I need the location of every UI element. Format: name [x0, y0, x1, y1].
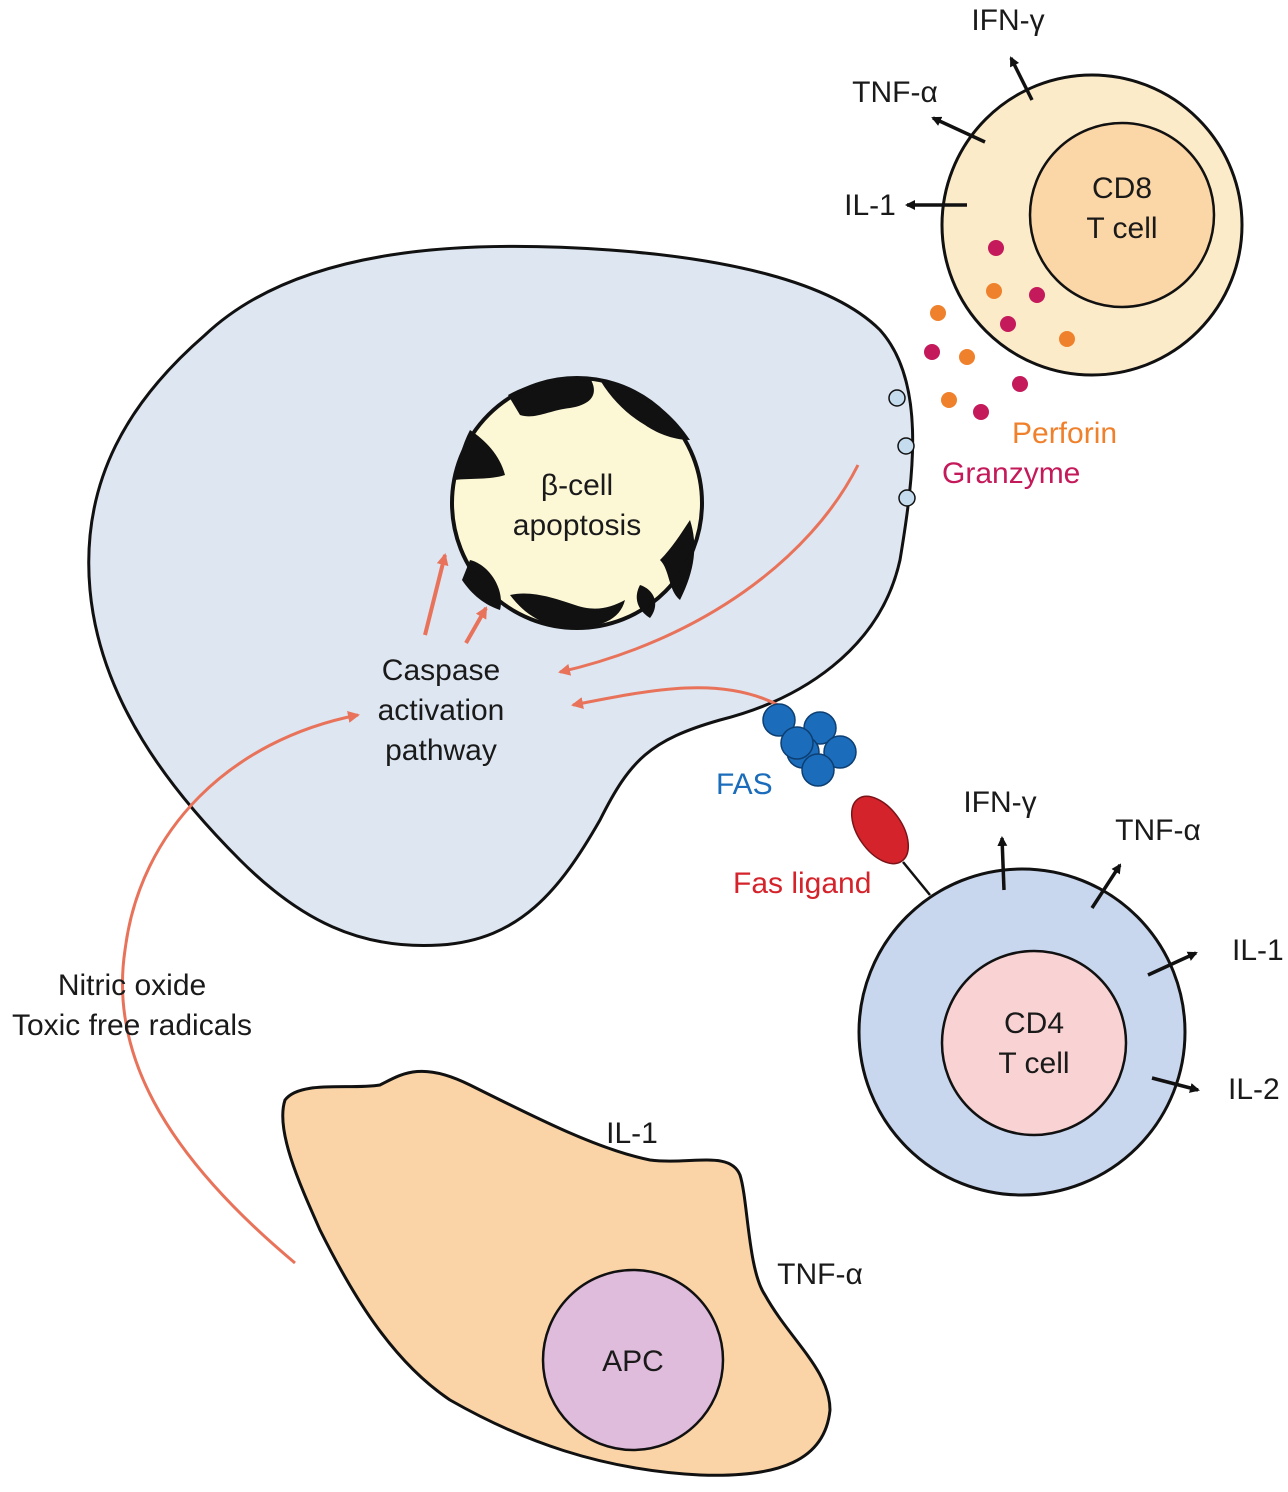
- cd8-tnf-label: TNF-α: [852, 76, 938, 109]
- caspase-label-line3: pathway: [385, 734, 497, 767]
- fas-ligand-shape: [850, 795, 910, 865]
- membrane-pore: [898, 489, 916, 507]
- nucleus-label-line1: β-cell: [541, 469, 613, 502]
- granzyme-dots: [924, 240, 1045, 420]
- toxic-radicals-label: Toxic free radicals: [12, 1009, 252, 1042]
- cd4-cell-nucleus: [940, 949, 1128, 1137]
- cd8-label-line1: CD8: [1092, 172, 1152, 205]
- cd4-il2-label: IL-2: [1228, 1073, 1280, 1106]
- fas-ligand-label: Fas ligand: [733, 867, 871, 900]
- fas-to-caspase-arrow: [571, 686, 779, 709]
- apc-label: APC: [602, 1345, 664, 1378]
- cd8-label-line2: T cell: [1086, 212, 1157, 245]
- nucleus-label-line2: apoptosis: [513, 509, 641, 542]
- fas-receptor: [762, 703, 857, 787]
- cd8-ifn-arrow: [1009, 56, 1034, 101]
- cd4-ifn-label: IFN-γ: [963, 786, 1036, 819]
- cd4-label-line1: CD4: [1004, 1007, 1064, 1040]
- fas-label: FAS: [716, 768, 773, 801]
- cd4-tnf-arrow: [1090, 863, 1122, 909]
- apc-body: [281, 1069, 832, 1477]
- perforin-dots: [930, 283, 1075, 408]
- nitric-oxide-arrow: [120, 711, 360, 1265]
- cd4-label-line2: T cell: [998, 1047, 1069, 1080]
- membrane-pore: [897, 437, 915, 455]
- cd4-ifn-arrow: [997, 836, 1008, 891]
- cd8-cell-nucleus: [1028, 121, 1216, 309]
- beta-cell-nucleus: [450, 376, 704, 630]
- apc-il1-label: IL-1: [606, 1117, 658, 1150]
- caspase-label-line2: activation: [378, 694, 505, 727]
- perforin-label: Perforin: [1012, 417, 1117, 450]
- cd4-tnf-label: TNF-α: [1115, 814, 1201, 847]
- cd4-il1-label: IL-1: [1232, 934, 1284, 967]
- caspase-to-nucleus-arrow: [464, 606, 488, 644]
- membrane-pore: [888, 389, 906, 407]
- nitric-oxide-label: Nitric oxide: [58, 969, 206, 1002]
- cd4-il2-arrow: [1151, 1076, 1200, 1093]
- caspase-to-nucleus-arrow: [423, 553, 449, 636]
- granzyme-label: Granzyme: [942, 457, 1080, 490]
- cd8-tnf-arrow: [931, 116, 986, 144]
- perforin-to-caspase-arrow: [558, 464, 860, 676]
- apc-nucleus: [541, 1268, 725, 1452]
- cd8-ifn-label: IFN-γ: [971, 4, 1044, 37]
- apc-tnf-label: TNF-α: [777, 1258, 863, 1291]
- cd8-il1-label: IL-1: [844, 189, 896, 222]
- cd4-il1-arrow: [1147, 951, 1198, 977]
- fas-ligand-stalk: [902, 861, 931, 896]
- caspase-label-line1: Caspase: [382, 654, 500, 687]
